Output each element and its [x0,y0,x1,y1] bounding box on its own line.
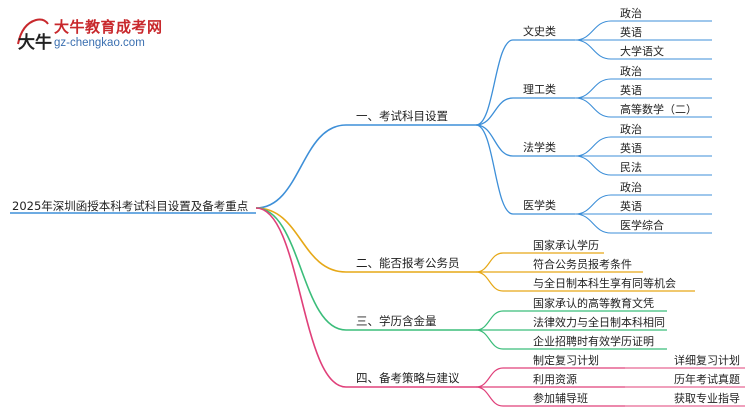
group-connector-0 [475,39,514,126]
leaf-connector-2-0 [574,136,612,157]
leaf-1-0[interactable]: 政治 [620,64,642,78]
leaf-connector-b4-2 [475,386,504,407]
leaf-1-1[interactable]: 英语 [620,83,642,97]
leaf-b3-2[interactable]: 企业招聘时有效学历证明 [533,334,654,348]
site-logo[interactable]: 大牛 大牛教育成考网 gz-chengkao.com [14,14,174,54]
leaf-b3-1[interactable]: 法律效力与全日制本科相同 [533,315,665,329]
leaf-2-1[interactable]: 英语 [620,141,642,155]
group-connector-2 [475,124,514,157]
leaf-3-1[interactable]: 英语 [620,199,642,213]
detail-b4-1[interactable]: 历年考试真题 [674,372,740,386]
leaf-connector-b2-2 [475,271,504,292]
leaf-b4-1[interactable]: 利用资源 [533,372,577,386]
group-label-3[interactable]: 医学类 [523,198,556,212]
leaf-b3-0[interactable]: 国家承认的高等教育文凭 [533,296,654,310]
leaf-2-0[interactable]: 政治 [620,122,642,136]
branch-connector-b1 [255,124,347,209]
branch-connector-b3 [255,207,347,331]
branch-b2[interactable]: 二、能否报考公务员 [356,256,460,270]
leaf-b4-2[interactable]: 参加辅导班 [533,391,588,405]
branch-b4[interactable]: 四、备考策略与建议 [356,371,460,385]
leaf-2-2[interactable]: 民法 [620,160,642,174]
leaf-b4-0[interactable]: 制定复习计划 [533,353,599,367]
root-topic[interactable]: 2025年深圳函授本科考试科目设置及备考重点 [12,199,248,213]
branch-connector-b4 [255,207,347,388]
detail-b4-2[interactable]: 获取专业指导 [674,391,740,405]
logo-mark-icon: 大牛 [17,18,52,53]
leaf-connector-b3-2 [475,329,504,350]
group-label-0[interactable]: 文史类 [523,24,556,38]
leaf-0-1[interactable]: 英语 [620,25,642,39]
branch-connector-b2 [255,207,347,273]
leaf-connector-1-0 [574,78,612,99]
leaf-b2-0[interactable]: 国家承认学历 [533,238,599,252]
leaf-0-2[interactable]: 大学语文 [620,44,664,58]
leaf-connector-0-0 [574,20,612,41]
leaf-3-0[interactable]: 政治 [620,180,642,194]
leaf-connector-3-2 [574,213,612,234]
detail-b4-0[interactable]: 详细复习计划 [674,353,740,367]
site-url: gz-chengkao.com [54,37,145,49]
leaf-connector-b4-0 [475,367,504,388]
leaf-connector-2-2 [574,155,612,176]
group-label-2[interactable]: 法学类 [523,140,556,154]
group-label-1[interactable]: 理工类 [523,82,556,96]
leaf-0-0[interactable]: 政治 [620,6,642,20]
branch-b1[interactable]: 一、考试科目设置 [356,109,448,123]
site-name: 大牛教育成考网 [54,18,163,36]
leaf-connector-b2-0 [475,252,504,273]
leaf-b2-2[interactable]: 与全日制本科生享有同等机会 [533,276,676,290]
leaf-connector-1-2 [574,97,612,118]
group-connector-3 [475,124,514,215]
leaf-b2-1[interactable]: 符合公务员报考条件 [533,257,632,271]
leaf-3-2[interactable]: 医学综合 [620,218,664,232]
branch-b3[interactable]: 三、学历含金量 [356,314,437,328]
leaf-connector-3-0 [574,194,612,215]
leaf-connector-b3-0 [475,310,504,331]
leaf-1-2[interactable]: 高等数学（二） [620,102,697,116]
leaf-connector-0-2 [574,39,612,60]
group-connector-1 [475,97,514,126]
logo-glyph: 大牛 [18,32,52,53]
